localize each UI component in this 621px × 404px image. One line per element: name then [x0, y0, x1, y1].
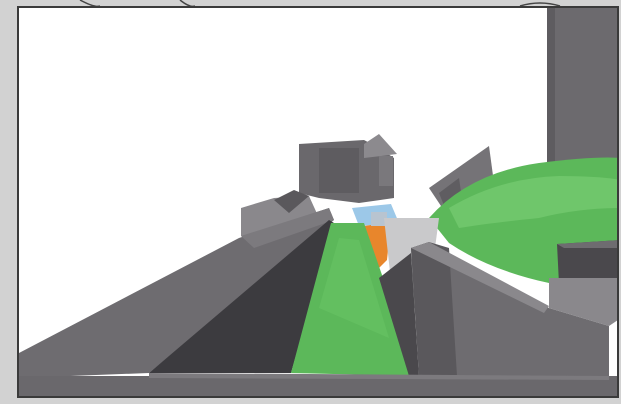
wall-right-top-edge — [411, 242, 549, 313]
wall-left-top — [241, 208, 334, 248]
3d-scene[interactable] — [19, 8, 619, 398]
game-viewport[interactable] — [17, 6, 619, 398]
castle-window — [379, 156, 393, 186]
tower-right — [547, 8, 617, 168]
grass-corridor-light — [319, 238, 389, 338]
wall-right-inner — [379, 253, 419, 376]
floor-right — [549, 278, 617, 326]
tower-right-shade — [547, 8, 555, 168]
block-right — [557, 240, 617, 284]
steps-left-dark — [274, 190, 309, 213]
wall-right-block — [411, 242, 609, 376]
grass-hill-highlight — [449, 176, 617, 228]
wall-right-block-face — [411, 242, 457, 376]
wall-left-outer — [19, 208, 334, 378]
wall-left-inner-dark — [149, 220, 334, 373]
ground-bottom-edge — [149, 373, 609, 380]
castle-roof — [364, 134, 397, 158]
block-right-top — [557, 240, 617, 248]
player-character — [364, 222, 391, 270]
ground-bottom — [19, 376, 617, 396]
castle-wall — [319, 148, 359, 193]
player-head — [371, 212, 387, 226]
